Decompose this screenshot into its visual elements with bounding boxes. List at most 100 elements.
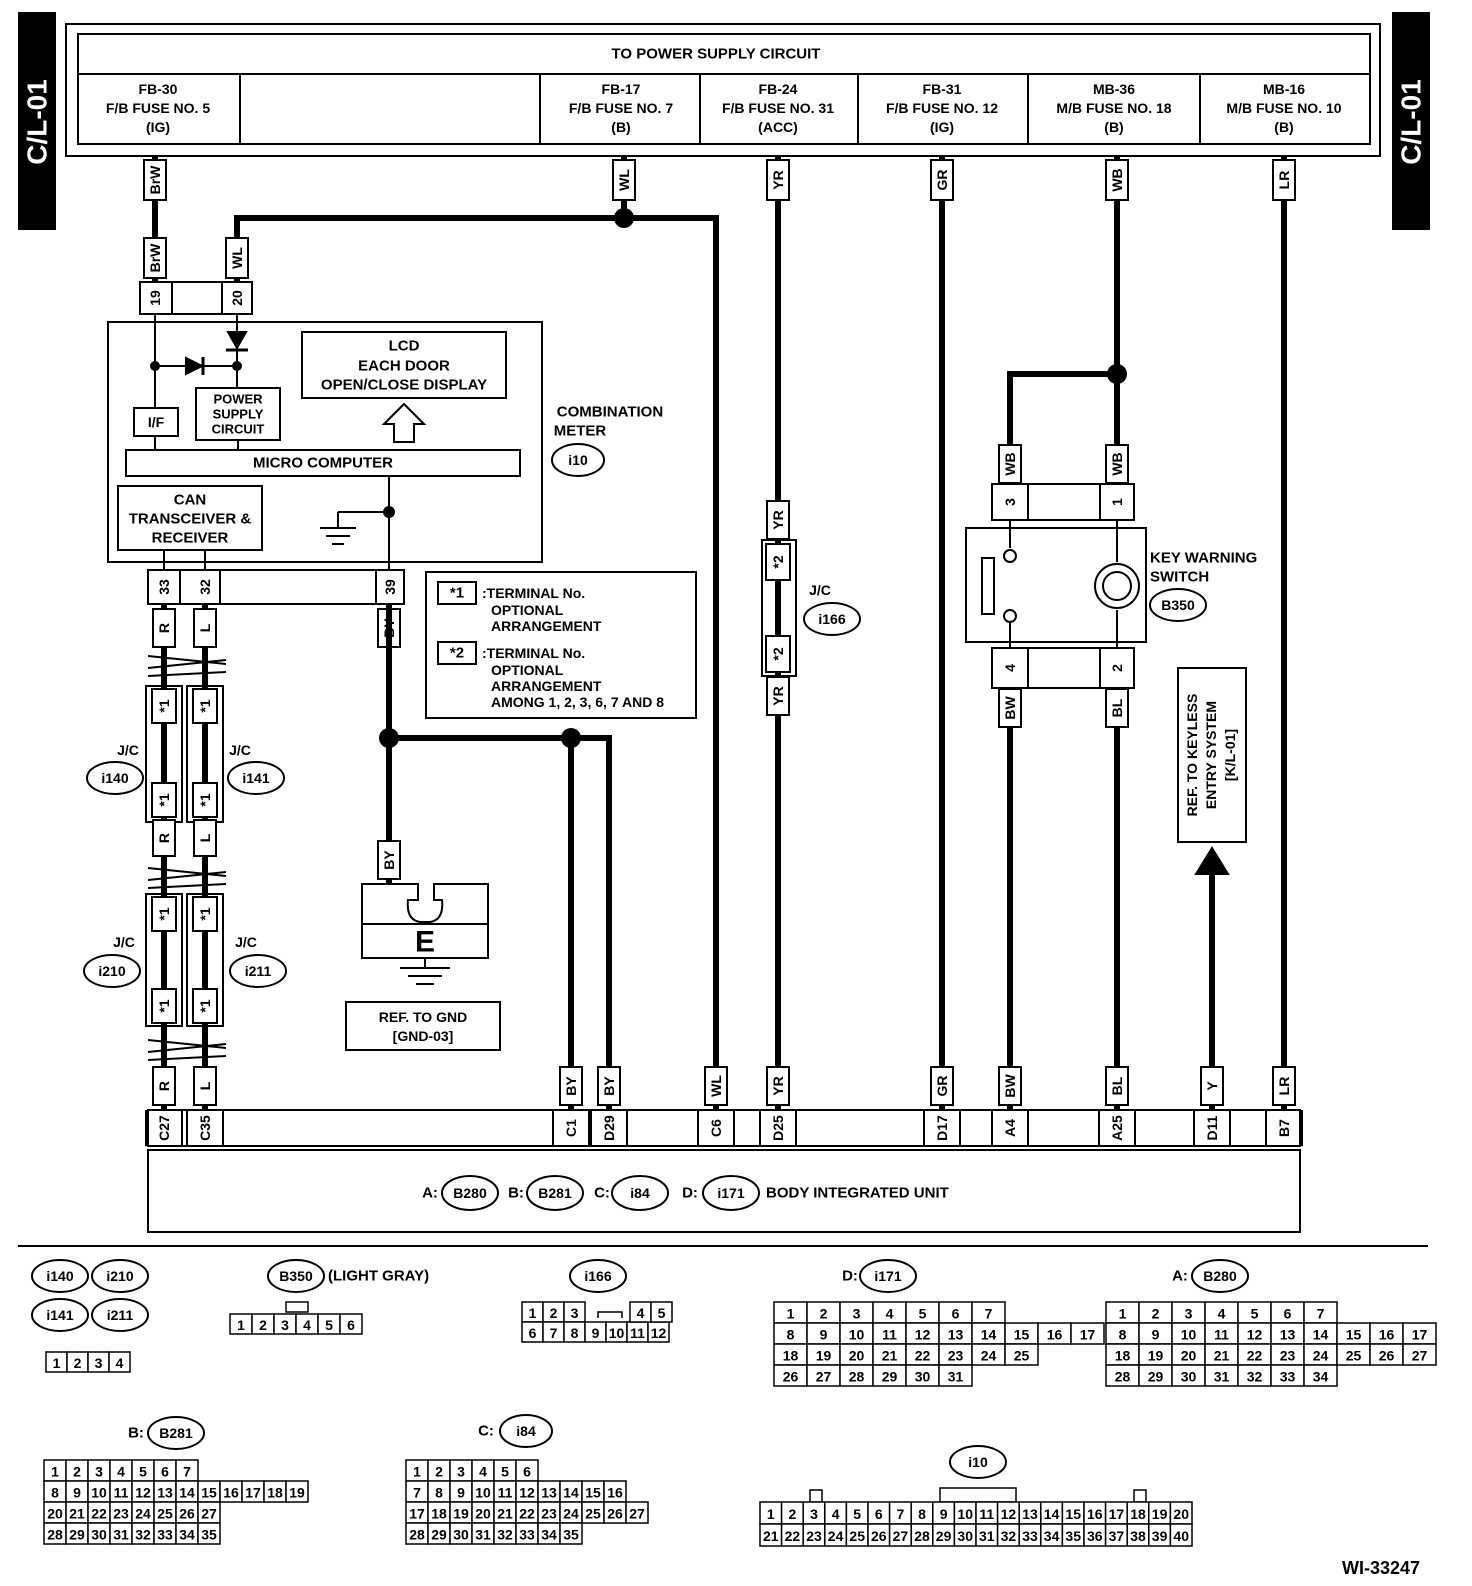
- wire-color: BY: [563, 1076, 579, 1096]
- pin-number: 39: [382, 579, 398, 595]
- wire-wb-branch: [1007, 371, 1117, 484]
- fuse-id: MB-36: [1093, 81, 1135, 97]
- legend-connector-id: [859, 1259, 917, 1293]
- wire-color: Y: [1204, 1081, 1220, 1091]
- fuse-name: F/B FUSE NO. 12: [886, 100, 998, 116]
- terminal-mark: *1: [197, 907, 213, 920]
- biu-prefix: D:: [682, 1185, 698, 1202]
- legend-connector-id: [267, 1259, 325, 1293]
- wire-color: R: [156, 833, 172, 843]
- fuse-id: FB-17: [602, 81, 641, 97]
- biu-prefix: C:: [594, 1185, 610, 1202]
- biu-wire-tag: [998, 1066, 1022, 1106]
- pin-number: 5: [853, 1506, 861, 1522]
- pin-number: 27: [1412, 1348, 1428, 1364]
- pin-number: 32: [197, 579, 213, 595]
- pin-number: 31: [1214, 1369, 1230, 1385]
- legend-connector-id-label: B280: [1203, 1268, 1237, 1284]
- pin-number: 11: [114, 1485, 129, 1501]
- pin-number: 14: [563, 1485, 579, 1501]
- pin-number: 29: [1148, 1369, 1164, 1385]
- meter-connector-id: [551, 443, 605, 477]
- kws-connector-id-label: B350: [1161, 597, 1195, 613]
- pin-number: 34: [1044, 1528, 1060, 1544]
- pin-number: 19: [816, 1348, 832, 1364]
- fuse-id: FB-30: [139, 81, 178, 97]
- legend-connector-id: [91, 1259, 149, 1293]
- pin-number: 27: [816, 1369, 832, 1385]
- pin-number: 25: [585, 1506, 601, 1522]
- keyless-ref-text: REF. TO KEYLESS: [1184, 694, 1200, 817]
- legend-note: (LIGHT GRAY): [328, 1268, 429, 1285]
- pin-number: 11: [882, 1327, 897, 1343]
- wire-color: YR: [770, 510, 786, 529]
- connector-latch: [809, 1489, 823, 1503]
- meter-diode-arrow: [226, 331, 248, 351]
- biu-connector-strip: [147, 1109, 1301, 1147]
- pin-number: 21: [763, 1528, 779, 1544]
- note-text: OPTIONAL: [491, 602, 564, 618]
- pin-number: 1: [529, 1305, 537, 1321]
- switch-contact: [1003, 549, 1017, 563]
- by-wire-tag: [377, 840, 401, 880]
- pin-number: 9: [73, 1485, 81, 1501]
- pin-number: 4: [637, 1305, 645, 1321]
- twisted-pair-mark: [147, 883, 227, 889]
- pin-number: 8: [787, 1327, 795, 1343]
- key-warning-switch-body: [965, 527, 1147, 643]
- jc-connector-id-label: i140: [101, 770, 128, 786]
- pin-number: 31: [979, 1528, 995, 1544]
- ground-terminal-e: [361, 883, 489, 925]
- fuse-mode: (B): [1274, 119, 1293, 135]
- wire-color: R: [156, 1081, 172, 1091]
- note-text: :TERMINAL No.: [482, 585, 585, 601]
- pin-number: 1: [51, 1464, 59, 1480]
- biu-connector-id-label: i84: [630, 1185, 650, 1201]
- wire-color: WB: [1109, 452, 1125, 475]
- pin-number: 30: [91, 1527, 107, 1543]
- pin-number: 40: [1173, 1528, 1189, 1544]
- terminal-mark: *1: [197, 793, 213, 806]
- biu-pin: A25: [1109, 1115, 1125, 1141]
- pin-number: 35: [201, 1527, 217, 1543]
- pin-number: 18: [1115, 1348, 1131, 1364]
- meter-text: POWER: [213, 392, 263, 407]
- biu-pin: B7: [1276, 1119, 1292, 1137]
- pin-number: 28: [409, 1527, 425, 1543]
- pin-number: 6: [347, 1317, 355, 1333]
- pin-number: 22: [91, 1506, 107, 1522]
- jc-label: J/C: [229, 742, 251, 758]
- wire-color: GR: [934, 1076, 950, 1097]
- figure-id: WI-33247: [1342, 1558, 1420, 1578]
- biu-wire-tag: [704, 1066, 728, 1106]
- biu-connector-id: [526, 1175, 584, 1211]
- pin-number: 3: [1185, 1306, 1193, 1322]
- pin-number: 17: [409, 1506, 425, 1522]
- pin-number: 8: [51, 1485, 59, 1501]
- meter-title: COMBINATION: [557, 404, 663, 421]
- pin-number: 7: [1317, 1306, 1325, 1322]
- meter-wire-tag: [143, 237, 167, 279]
- pin-number: 19: [1148, 1348, 1164, 1364]
- ground-ref-text: REF. TO GND: [379, 1009, 467, 1025]
- legend-prefix: C:: [478, 1423, 494, 1440]
- pin-number: 35: [563, 1527, 579, 1543]
- legend-connector-id: [31, 1259, 89, 1293]
- pin-number: 2: [1109, 664, 1125, 672]
- biu-pin: C1: [563, 1119, 579, 1137]
- pin-cell: [650, 1301, 673, 1323]
- meter-connector-id-label: i10: [568, 452, 588, 468]
- wire-color: BW: [1002, 696, 1018, 720]
- biu-pin: A4: [1002, 1119, 1018, 1137]
- legend-connector-id: [499, 1414, 553, 1448]
- can-wire-tag: [193, 819, 217, 857]
- micro-computer-box: [125, 449, 521, 477]
- pin-number: 4: [1002, 664, 1018, 672]
- biu-wire-tag: [152, 1066, 176, 1106]
- biu-name: BODY INTEGRATED UNIT: [766, 1185, 949, 1202]
- pin-number: 14: [1313, 1327, 1329, 1343]
- legend-connector-id-label: i166: [584, 1268, 611, 1284]
- pin-number: 8: [1119, 1327, 1127, 1343]
- key-cylinder-icon: [1094, 563, 1140, 609]
- pin-number: 6: [161, 1464, 169, 1480]
